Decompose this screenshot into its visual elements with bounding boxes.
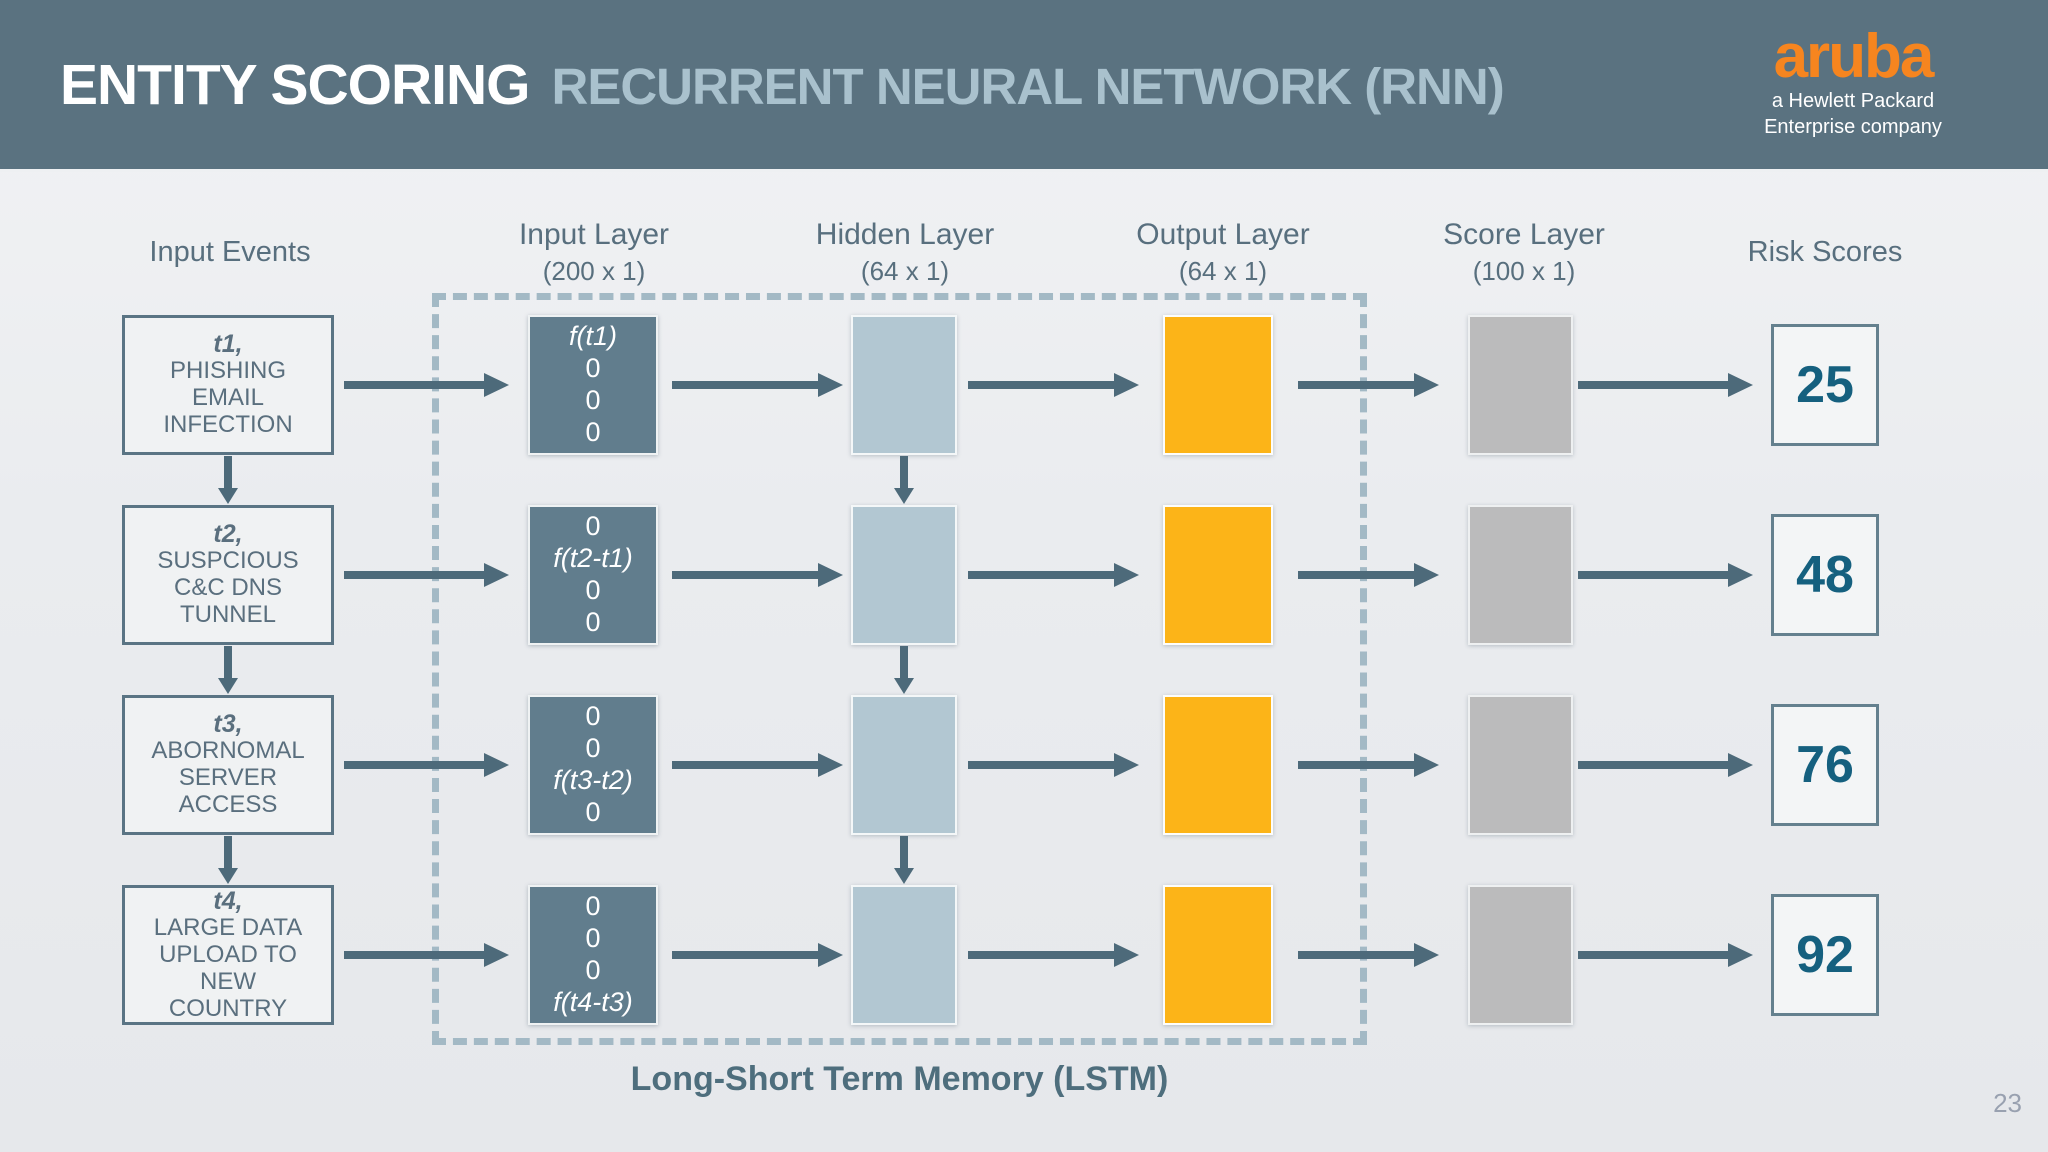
output-layer-box — [1163, 885, 1273, 1025]
risk-score-box: 76 — [1771, 704, 1879, 826]
rnn-row-t3: t3, ABORNOMAL SERVER ACCESS 0 0 f(t3-t2)… — [0, 695, 2048, 835]
input-layer-box: 0 0 f(t3-t2) 0 — [528, 695, 658, 835]
hidden-layer-box — [851, 315, 957, 455]
column-header-output-layer: Output Layer (64 x 1) — [1136, 218, 1310, 286]
arrow-down-icon — [218, 456, 238, 504]
hidden-layer-box — [851, 885, 957, 1025]
input-layer-box: 0 f(t2-t1) 0 0 — [528, 505, 658, 645]
risk-score-box: 25 — [1771, 324, 1879, 446]
arrow-right-icon — [344, 943, 509, 967]
rnn-row-t1: t1, PHISHING EMAIL INFECTION f(t1) 0 0 0… — [0, 315, 2048, 455]
page-title: ENTITY SCORING — [60, 52, 530, 117]
column-header-risk-scores: Risk Scores — [1747, 236, 1903, 268]
risk-score-value: 25 — [1796, 356, 1854, 414]
lstm-boundary — [432, 293, 1367, 1045]
arrow-right-icon — [968, 563, 1139, 587]
arrow-right-icon — [1298, 373, 1439, 397]
input-event-box: t1, PHISHING EMAIL INFECTION — [122, 315, 334, 455]
input-layer-box: f(t1) 0 0 0 — [528, 315, 658, 455]
arrow-down-icon — [218, 836, 238, 884]
arrow-down-icon — [894, 836, 914, 884]
rnn-row-t2: t2, SUSPCIOUS C&C DNS TUNNEL 0 f(t2-t1) … — [0, 505, 2048, 645]
arrow-down-icon — [894, 646, 914, 694]
arrow-right-icon — [1578, 753, 1753, 777]
hidden-layer-box — [851, 505, 957, 645]
aruba-logo-tagline: a Hewlett Packard — [1771, 90, 1935, 112]
aruba-logo: aruba a Hewlett Packard Enterprise compa… — [1738, 26, 1968, 140]
column-header-input-events: Input Events — [149, 236, 311, 268]
risk-score-box: 48 — [1771, 514, 1879, 636]
arrow-right-icon — [968, 753, 1139, 777]
arrow-right-icon — [1578, 373, 1753, 397]
input-layer-box: 0 0 0 f(t4-t3) — [528, 885, 658, 1025]
input-event-box: t2, SUSPCIOUS C&C DNS TUNNEL — [122, 505, 334, 645]
diagram-canvas: Input Events Input Layer (200 x 1) Hidde… — [0, 172, 2048, 1152]
page-number: 23 — [1993, 1088, 2022, 1118]
column-header-hidden-layer: Hidden Layer (64 x 1) — [815, 218, 995, 286]
score-layer-box — [1468, 315, 1573, 455]
input-event-box: t3, ABORNOMAL SERVER ACCESS — [122, 695, 334, 835]
input-event-box: t4, LARGE DATA UPLOAD TO NEW COUNTRY — [122, 885, 334, 1025]
column-header-score-layer: Score Layer (100 x 1) — [1443, 218, 1605, 286]
risk-score-box: 92 — [1771, 894, 1879, 1016]
score-layer-box — [1468, 695, 1573, 835]
page-subtitle: RECURRENT NEURAL NETWORK (RNN) — [551, 57, 1505, 115]
arrow-right-icon — [1298, 753, 1439, 777]
arrow-right-icon — [968, 373, 1139, 397]
arrow-right-icon — [344, 753, 509, 777]
lstm-label: Long-Short Term Memory (LSTM) — [630, 1060, 1169, 1098]
risk-score-value: 76 — [1796, 736, 1854, 794]
rnn-row-t4: t4, LARGE DATA UPLOAD TO NEW COUNTRY 0 0… — [0, 885, 2048, 1025]
score-layer-box — [1468, 885, 1573, 1025]
output-layer-box — [1163, 695, 1273, 835]
output-layer-box — [1163, 505, 1273, 645]
column-header-input-layer: Input Layer (200 x 1) — [518, 218, 670, 286]
hidden-layer-box — [851, 695, 957, 835]
arrow-right-icon — [344, 373, 509, 397]
arrow-right-icon — [672, 753, 843, 777]
aruba-logo-tagline: Enterprise company — [1764, 116, 1942, 138]
risk-score-value: 48 — [1796, 546, 1854, 604]
arrow-right-icon — [1298, 943, 1439, 967]
aruba-logo-wordmark: aruba — [1773, 22, 1935, 91]
arrow-right-icon — [672, 373, 843, 397]
arrow-down-icon — [218, 646, 238, 694]
risk-score-value: 92 — [1796, 926, 1854, 984]
arrow-down-icon — [894, 456, 914, 504]
arrow-right-icon — [1578, 563, 1753, 587]
arrow-right-icon — [672, 563, 843, 587]
arrow-right-icon — [1578, 943, 1753, 967]
slide-header-bar: ENTITY SCORING RECURRENT NEURAL NETWORK … — [0, 0, 2048, 172]
arrow-right-icon — [1298, 563, 1439, 587]
arrow-right-icon — [344, 563, 509, 587]
arrow-right-icon — [672, 943, 843, 967]
slide-titles: ENTITY SCORING RECURRENT NEURAL NETWORK … — [0, 52, 1505, 118]
score-layer-box — [1468, 505, 1573, 645]
arrow-right-icon — [968, 943, 1139, 967]
output-layer-box — [1163, 315, 1273, 455]
